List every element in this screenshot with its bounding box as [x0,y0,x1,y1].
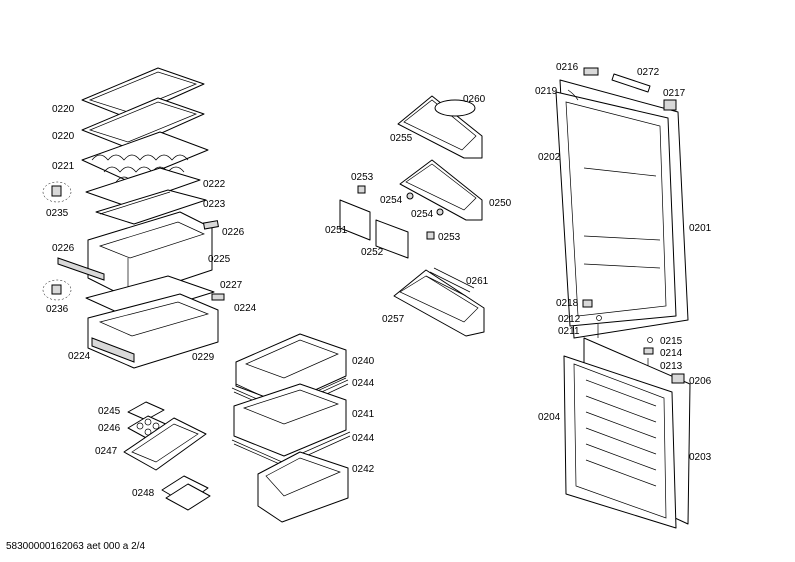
upper-door-inner [555,91,677,327]
label-0216: 0216 [556,62,579,73]
label-0225: 0225 [208,254,231,265]
label-0245: 0245 [98,406,121,417]
label-0229: 0229 [192,352,215,363]
label-0253-lower: 0253 [438,232,461,243]
glass-shelf-upper [81,67,205,119]
label-0219: 0219 [535,86,558,97]
egg-holder-0260 [434,99,476,117]
lower-door-inner [563,355,677,529]
egg-tray-lid [127,401,165,421]
freezer-drawer-top [235,333,347,407]
label-0260: 0260 [463,94,486,105]
label-0224-left: 0224 [68,351,91,362]
rack-insert-0261 [425,267,475,297]
rail-0224-right [211,293,225,301]
rail-0226-left [57,257,105,281]
label-0227: 0227 [220,280,243,291]
clip-0236 [42,279,72,301]
label-0217: 0217 [663,88,686,99]
label-0218: 0218 [556,298,579,309]
label-0214: 0214 [660,348,683,359]
hinge-0219 [567,89,579,101]
label-0213: 0213 [660,361,683,372]
door-rack-0255 [397,95,483,159]
label-0202: 0202 [538,152,561,163]
screw-0215 [647,337,653,343]
label-0250: 0250 [489,198,512,209]
label-0215: 0215 [660,336,683,347]
label-0226-right: 0226 [222,227,245,238]
door-rack-0250 [399,159,483,221]
label-0251: 0251 [325,225,348,236]
glass-shelf-lower [81,97,205,149]
label-0254-lower: 0254 [411,209,434,220]
label-0211: 0211 [558,326,580,337]
label-0241: 0241 [352,409,375,420]
door-rack-0257 [393,269,485,337]
label-0220-upper: 0220 [52,104,75,115]
label-0224-right: 0224 [234,303,257,314]
label-0221: 0221 [52,161,75,172]
label-0223: 0223 [203,199,226,210]
label-0255: 0255 [390,133,413,144]
label-0254-upper: 0254 [380,195,403,206]
pin-0254-upper [406,192,414,200]
label-0201: 0201 [689,223,712,234]
label-0257: 0257 [382,314,405,325]
pin-0254-lower [436,208,444,216]
freezer-drawer-bottom [257,451,349,523]
hinge-0253-lower [426,231,435,240]
rail-0224-left [91,337,135,363]
rack-cover-0251 [339,199,371,241]
label-0220-lower: 0220 [52,131,75,142]
handle-strip-0272 [611,73,651,93]
rack-cover-0252 [375,219,409,259]
label-0226-left: 0226 [52,243,75,254]
butter-dish [123,417,207,471]
label-0252: 0252 [361,247,384,258]
hinge-0218 [582,299,593,308]
label-0212: 0212 [558,314,581,325]
ice-tray [161,475,211,511]
label-0244-lower: 0244 [352,433,375,444]
label-0244-upper: 0244 [352,378,375,389]
cap-0206 [671,373,685,384]
shelf-0222 [85,167,201,207]
rail-0226-right [202,220,219,230]
label-0206: 0206 [689,376,712,387]
shelf-0223 [95,189,207,225]
clip-0235 [42,181,72,203]
label-0248: 0248 [132,488,155,499]
cap-0217 [663,99,677,111]
label-0247: 0247 [95,446,118,457]
label-0236: 0236 [46,304,69,315]
freezer-drawer-middle [233,383,347,457]
label-0204: 0204 [538,412,561,423]
label-0222: 0222 [203,179,226,190]
washer-0214 [643,347,654,355]
label-0272: 0272 [637,67,660,78]
label-0203: 0203 [689,452,712,463]
label-0242: 0242 [352,464,375,475]
hinge-0253-upper [357,185,366,194]
label-0235: 0235 [46,208,69,219]
screw-0212 [596,315,602,321]
hinge-cover-0216 [583,67,599,76]
label-0240: 0240 [352,356,375,367]
label-0253-upper: 0253 [351,172,374,183]
label-0246: 0246 [98,423,121,434]
label-0261: 0261 [466,276,489,287]
document-id-footer: 58300000162063 aet 000 a 2/4 [6,541,146,552]
